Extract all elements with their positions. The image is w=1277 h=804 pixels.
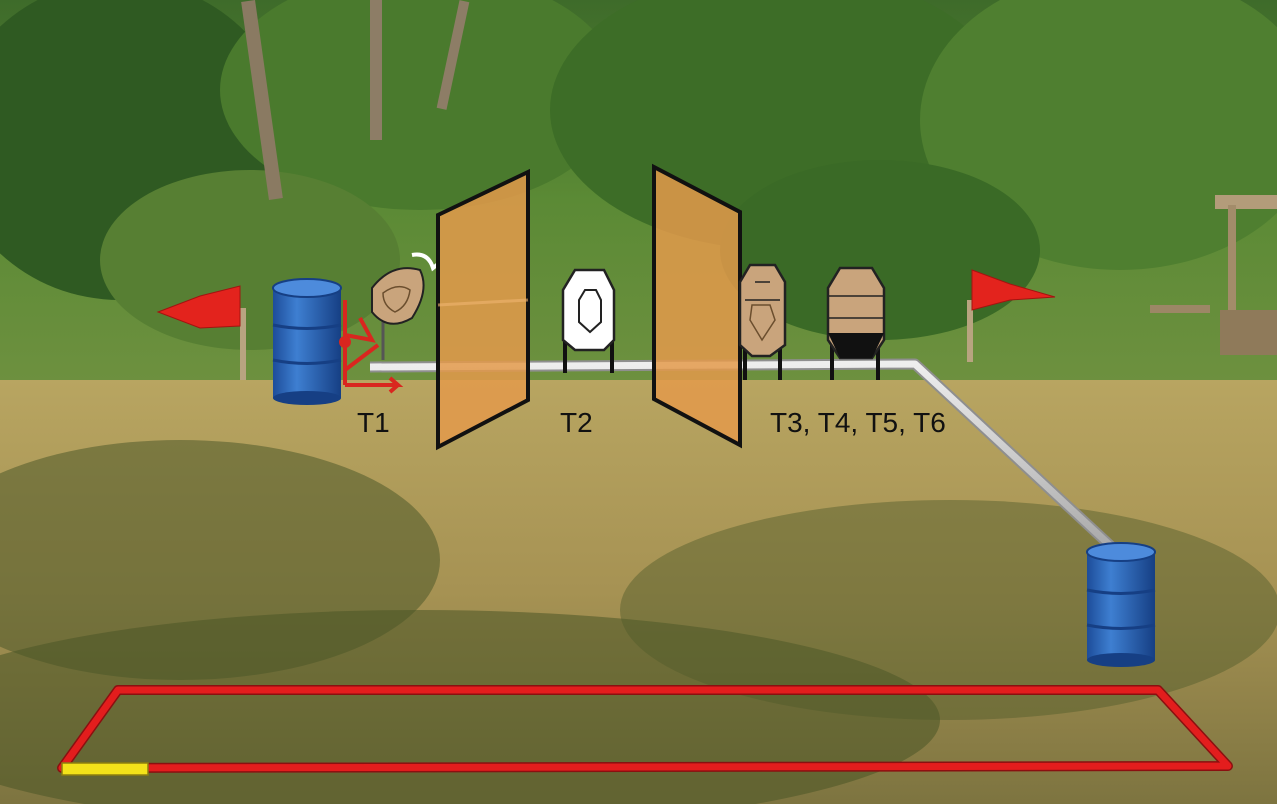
wooden-stack [1220, 310, 1277, 355]
foliage-blob [100, 170, 400, 350]
barrel-icon [273, 279, 341, 405]
wooden-shelter [1215, 195, 1277, 209]
barricade-wall [654, 167, 740, 445]
barricade-wall [438, 172, 528, 447]
tree-trunk [370, 0, 382, 140]
target-label-t1: T1 [357, 407, 390, 438]
barrel-icon [1087, 543, 1155, 667]
target-label-t3-t6: T3, T4, T5, T6 [770, 407, 946, 438]
start-marker [62, 763, 148, 775]
target-label-t2: T2 [560, 407, 593, 438]
wooden-bench [1150, 305, 1210, 313]
